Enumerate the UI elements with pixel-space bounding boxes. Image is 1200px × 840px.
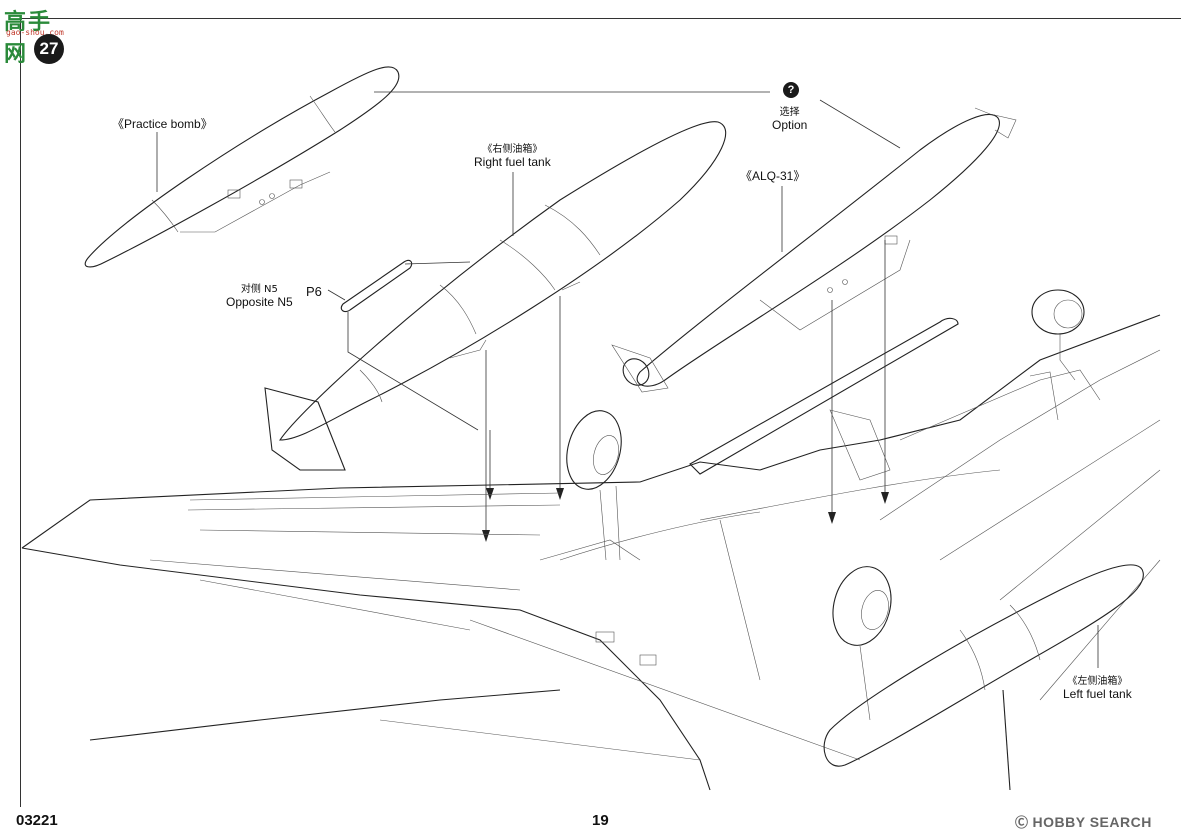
- kit-code: 03221: [16, 812, 58, 829]
- option-label: 选择 Option: [772, 103, 807, 132]
- pylon-p6-drawing: [340, 259, 413, 313]
- option-en: Option: [772, 118, 808, 132]
- option-cn: 选择: [779, 107, 800, 118]
- page-number: 19: [592, 812, 609, 829]
- alq31-pod-drawing: [611, 107, 1017, 393]
- watermark: Ⓒ HOBBY SEARCH: [1015, 812, 1152, 832]
- alq31-label: 《ALQ-31》: [740, 167, 805, 184]
- refuel-probe-drawing: [689, 317, 959, 475]
- right-fuel-tank-en: Right fuel tank: [474, 155, 551, 169]
- right-fuel-tank-label: 《右侧油箱》 Right fuel tank: [474, 140, 551, 169]
- step-number-badge: 27: [34, 34, 64, 64]
- watermark-text: HOBBY SEARCH: [1032, 813, 1152, 830]
- main-gear-left-drawing: [539, 410, 641, 561]
- nose-gear-drawing: [1031, 289, 1085, 381]
- copyright-icon: Ⓒ: [1015, 816, 1029, 831]
- site-logo: 高手网 gao-shou.com: [4, 4, 74, 67]
- page-frame: [20, 18, 1181, 807]
- aircraft-wing-drawing: [21, 314, 1161, 791]
- opposite-cn: 对侧 N5: [240, 284, 278, 295]
- right-fuel-tank-drawing: [264, 121, 727, 471]
- part-code-p6: P6: [306, 284, 322, 299]
- left-fuel-tank-cn: 《左侧油箱》: [1067, 676, 1128, 687]
- logo-url: gao-shou.com: [6, 28, 64, 37]
- opposite-n5-label: 对侧 N5 Opposite N5: [226, 280, 293, 309]
- main-gear-right-drawing: [832, 566, 892, 721]
- right-fuel-tank-cn: 《右侧油箱》: [482, 144, 543, 155]
- alq31-en: 《ALQ-31》: [740, 169, 806, 183]
- practice-bomb-en: 《Practice bomb》: [112, 117, 213, 131]
- left-fuel-tank-drawing: [823, 564, 1144, 767]
- logo-text: 高手网: [4, 10, 53, 67]
- practice-bomb-label: 《Practice bomb》: [112, 115, 213, 132]
- option-question-icon: ?: [783, 82, 799, 98]
- opposite-en: Opposite N5: [226, 295, 293, 309]
- practice-bomb-drawing: [84, 66, 400, 268]
- left-fuel-tank-en: Left fuel tank: [1063, 687, 1132, 701]
- left-fuel-tank-label: 《左侧油箱》 Left fuel tank: [1063, 672, 1132, 701]
- cockpit-area-drawing: [829, 369, 1101, 481]
